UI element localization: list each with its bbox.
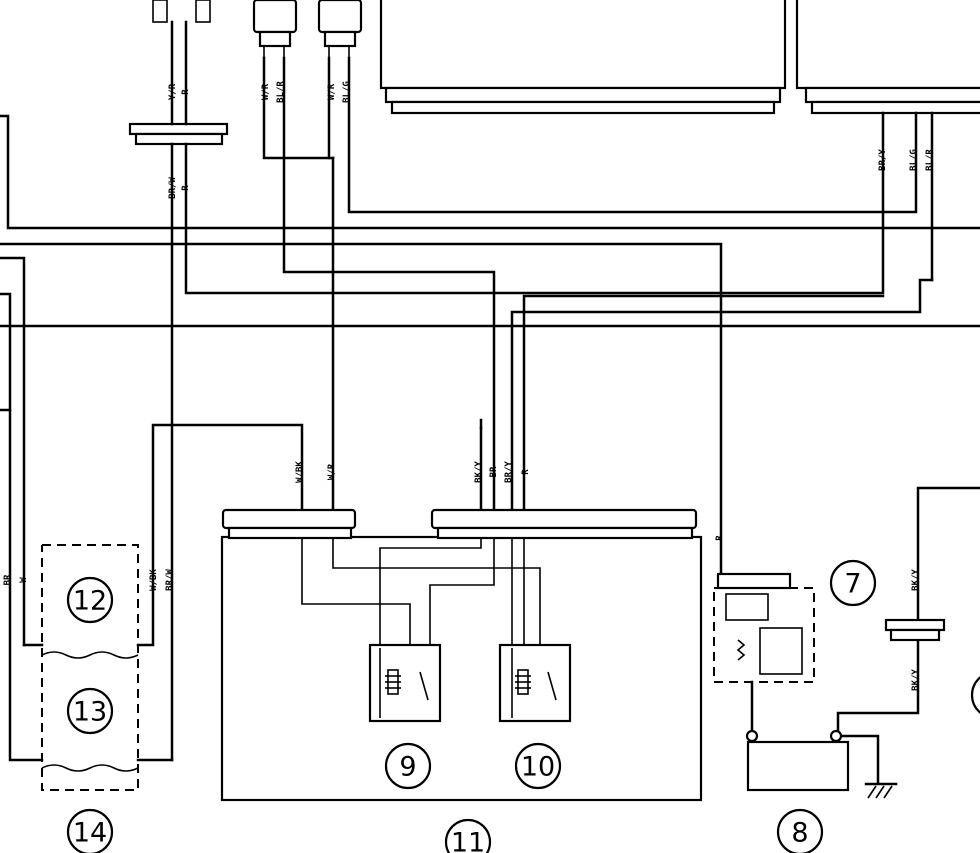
- callout-number: 13: [73, 697, 107, 728]
- callout-circle: [66, 687, 114, 735]
- callout-8: 8: [776, 808, 824, 853]
- callout-circle: [776, 808, 824, 853]
- callout-circle: [829, 559, 877, 607]
- callout-number: 14: [73, 818, 107, 849]
- callout-number: 12: [73, 586, 107, 617]
- callout-circle: [514, 742, 562, 790]
- wire-label: BR: [3, 574, 13, 585]
- callout-circle: [444, 818, 492, 853]
- relay-9: [368, 643, 442, 723]
- component-14-housing: [41, 544, 139, 791]
- wire-label: R: [715, 535, 725, 541]
- callout-circle: [66, 576, 114, 624]
- callout-7: 7: [829, 559, 877, 607]
- callout-number: 7: [844, 569, 861, 600]
- callouts: 7 8 9 10 11 12 13 14: [66, 559, 877, 853]
- wire-label: BL/G: [909, 149, 919, 171]
- wire-label: R: [181, 89, 191, 95]
- wire-label: R: [181, 185, 191, 191]
- wire-label: BR/Y: [878, 149, 888, 171]
- wire-label: W/R: [261, 83, 271, 100]
- top-module-center: [379, 0, 787, 115]
- callout-number: 10: [521, 752, 555, 783]
- callout-10: 10: [514, 742, 562, 790]
- top-plug-right: [317, 0, 363, 58]
- callout-number: 11: [451, 828, 485, 853]
- wire-label: BL/R: [276, 81, 286, 103]
- callout-circle: [384, 742, 432, 790]
- wire-label: BR/Y: [504, 461, 514, 483]
- wire-label: R: [521, 469, 531, 475]
- wire-label: BL/G: [342, 81, 352, 103]
- callout-number: 9: [399, 752, 416, 783]
- edge-callout-partial: [970, 676, 980, 714]
- wire-label: W/R: [327, 83, 337, 100]
- callout-14: 14: [66, 808, 114, 853]
- wire-label: W/R: [327, 463, 337, 480]
- wire-label: W/BK: [149, 569, 159, 591]
- callout-13: 13: [66, 687, 114, 735]
- top-left-connector: [152, 0, 211, 23]
- inline-connector-right: [884, 618, 946, 642]
- wire-label: BR/W: [165, 569, 175, 591]
- wire-label: BL/R: [925, 149, 935, 171]
- wire-label: BK/Y: [911, 569, 921, 591]
- wire-label: Y/R: [168, 83, 178, 100]
- component-8-battery: [745, 680, 898, 799]
- wire-label: BR: [489, 466, 499, 477]
- wires: [0, 20, 980, 762]
- wire-label: BK/Y: [911, 669, 921, 691]
- callout-11: 11: [444, 818, 492, 853]
- wire-label: BK/Y: [474, 461, 484, 483]
- top-plug-left: [252, 0, 298, 58]
- wire-label: BR/W: [168, 177, 178, 199]
- callout-number: 8: [791, 818, 808, 849]
- component-7-relay: [713, 572, 815, 683]
- callout-9: 9: [384, 742, 432, 790]
- top-module-right: [795, 0, 980, 115]
- relay-10: [498, 643, 572, 723]
- callout-circle: [66, 808, 114, 853]
- component-11-unit: [220, 508, 703, 802]
- wire-label: W: [19, 577, 29, 583]
- inline-connector-top: [128, 122, 229, 146]
- callout-12: 12: [66, 576, 114, 624]
- wire-label: W/BK: [295, 461, 305, 483]
